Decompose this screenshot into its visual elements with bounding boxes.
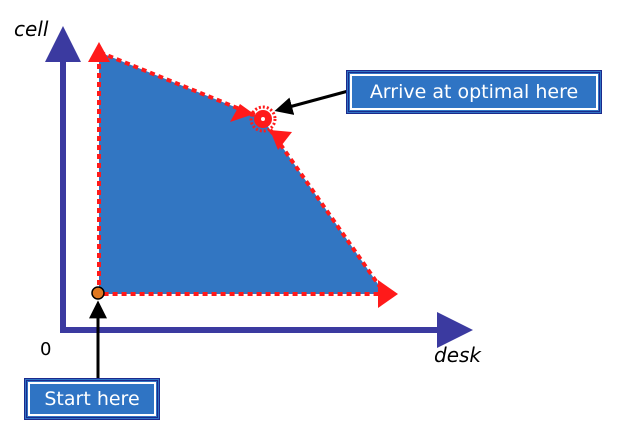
path-arrowhead-up	[88, 42, 110, 62]
optimal-callout-box: Arrive at optimal here	[346, 70, 602, 114]
start-callout-text: Start here	[44, 388, 140, 410]
optimal-point-icon	[249, 105, 277, 133]
start-callout-box: Start here	[24, 378, 160, 420]
start-point-icon	[91, 286, 105, 300]
x-axis-label: desk	[434, 343, 482, 367]
feasible-region	[99, 52, 385, 294]
y-axis-label: cell	[14, 17, 49, 41]
path-arrowhead-from-optimal	[270, 130, 292, 150]
path-arrowhead-bottom-right	[378, 280, 398, 308]
optimal-callout-text: Arrive at optimal here	[369, 81, 579, 103]
optimal-pointer-arrow	[274, 88, 353, 115]
origin-label: 0	[40, 339, 51, 360]
path-arrowhead-to-optimal	[230, 104, 254, 122]
